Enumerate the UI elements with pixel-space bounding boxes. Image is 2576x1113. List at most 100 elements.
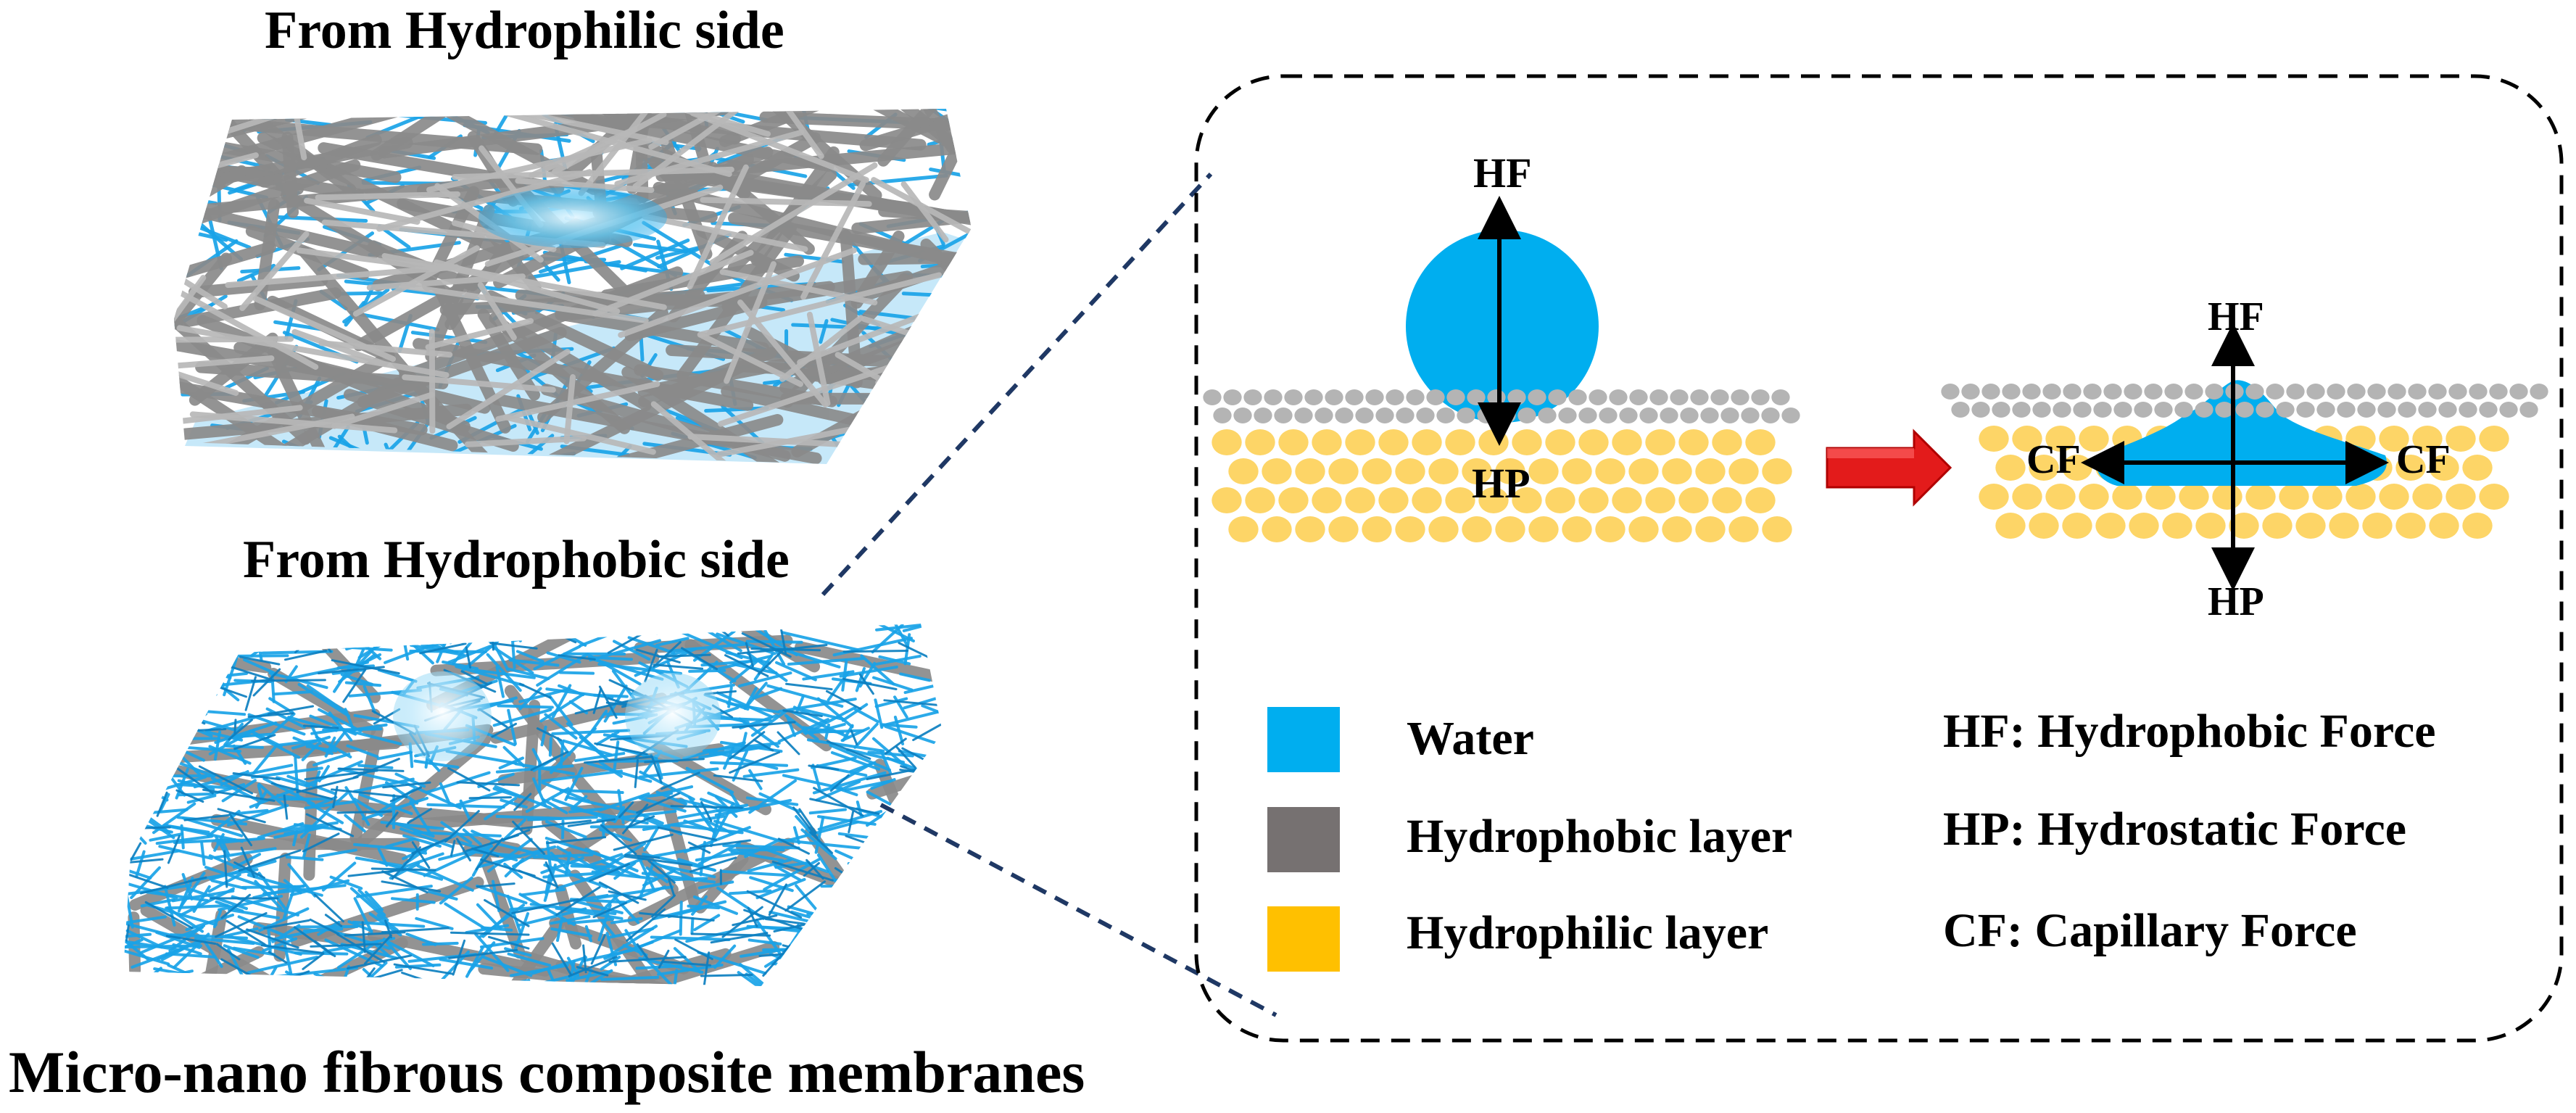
fiber-strand [558,671,595,675]
fiber-strand [811,722,846,735]
fiber-strand [471,848,500,858]
hydrophobic-dot [1781,407,1800,423]
fiber-strand [294,625,324,654]
fiber-strand [401,972,438,986]
fiber-strand [831,959,853,982]
fiber-strand [264,978,300,986]
hydrophilic-dot [1578,487,1609,513]
fiber-strand [347,954,413,969]
fiber-strand [879,404,947,437]
fiber-strand [539,692,585,723]
fiber-strand [859,427,903,464]
fiber-strand [866,875,933,893]
fiber-strand [214,721,278,744]
fiber-strand [144,901,194,930]
fiber-strand [844,977,877,986]
fiber-strand [305,632,338,644]
fiber-strand [591,870,658,881]
fiber-strand [550,851,571,873]
fiber-strand [640,792,674,799]
fiber-strand [174,146,224,183]
fiber-strand [165,935,217,945]
fiber-strand [907,951,940,965]
fiber-strand [555,886,601,917]
fiber-strand [900,765,938,780]
fiber-strand [917,861,934,884]
hydrophobic-dot [2357,402,2376,418]
hydrophobic-dot [2266,384,2285,400]
fiber-strand [381,880,442,893]
fiber-strand [353,897,373,934]
fiber-strand [220,893,252,919]
fiber-strand [245,624,307,636]
fiber-strand [306,684,347,713]
hydrophilic-dot [1478,429,1509,455]
hydrophilic-dot [1428,516,1459,542]
fiber-strand [758,649,784,675]
fiber-strand [874,697,908,708]
fiber-strand [223,850,228,888]
fiber-strand [199,719,237,732]
hydrophilic-dot [1512,429,1542,455]
fiber-strand [174,185,380,259]
hydrophobic-dot [1426,389,1445,405]
fiber-strand [752,687,783,700]
fiber-strand [753,738,774,752]
fiber-strand [804,706,857,735]
fiber-strand [808,808,847,815]
fiber-strand [608,927,654,939]
hydrophilic-dot [1695,516,1726,542]
fiber-strand [568,869,653,985]
hydrophobic-dot [1284,389,1303,405]
fiber-strand [239,655,281,666]
fiber-strand [507,952,552,967]
hydrophilic-dot [2045,426,2076,452]
hydrophilic-dot [2262,513,2293,539]
hydrophobic-dot [2022,384,2041,400]
hydrophobic-dot [2002,384,2021,400]
fiber-strand [252,668,281,697]
fiber-strand [344,728,402,745]
fiber-strand [123,679,196,698]
fiber-strand [304,197,421,225]
fiber-strand [758,792,801,814]
fiber-strand [306,624,332,653]
fiber-strand [898,376,966,389]
fiber-strand [215,900,244,913]
fiber-strand [217,808,266,824]
fiber-strand [848,923,898,939]
fiber-strand [795,641,943,698]
fiber-strand [899,672,931,682]
fiber-strand [503,862,523,880]
fiber-strand [878,655,911,666]
fiber-strand [163,885,176,927]
hydrophobic-dot [1761,407,1780,423]
fiber-strand [753,653,774,681]
hydrophilic-dot [1395,516,1425,542]
hydrophilic-dot [2395,513,2426,539]
fiber-strand [174,109,281,118]
fiber-strand [284,665,298,684]
fiber-strand [610,624,632,635]
zoom-inset-frame [1194,74,2564,1043]
hydrophobic-dot [1507,389,1526,405]
fiber-strand [650,753,663,784]
fiber-strand [845,924,908,938]
fiber-strand [400,283,649,324]
fiber-strand [447,948,518,959]
fiber-strand [296,776,359,793]
fiber-strand [853,708,879,724]
fiber-strand [785,682,833,691]
fiber-strand [508,658,560,667]
fiber-strand [586,761,653,783]
fiber-strand [850,729,858,745]
fiber-strand [471,829,500,844]
hydrophobic-dot [2103,384,2122,400]
fiber-strand [832,925,871,940]
hydrophobic-dot [2276,402,2295,418]
fiber-strand [492,109,523,138]
fiber-strand [803,918,831,933]
fiber-strand [697,951,767,975]
fiber-strand [358,793,413,816]
fiber-strand [246,928,299,949]
